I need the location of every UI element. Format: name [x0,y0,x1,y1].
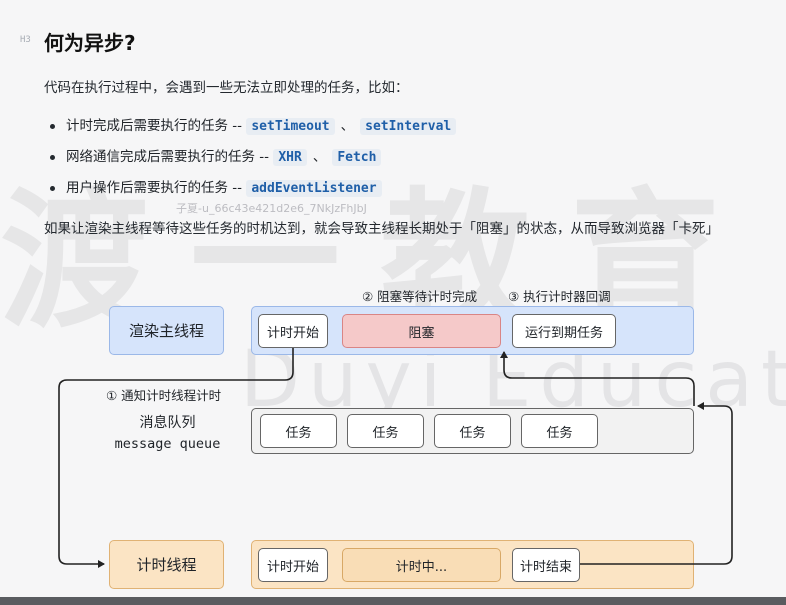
timer-cell-start: 计时开始 [258,548,328,582]
main-cell-run-task: 运行到期任务 [512,314,616,348]
explain-paragraph: 如果让渲染主线程等待这些任务的时机达到，就会导致主线程长期处于「阻塞」的状态，从… [44,221,719,237]
note-run-callback: ③ 执行计时器回调 [508,289,611,304]
code-setinterval: setInterval [360,118,457,135]
timer-cell-running: 计时中... [342,548,501,582]
main-thread-label: 渲染主线程 [109,306,224,355]
code-addeventlistener: addEventListener [246,180,382,197]
queue-task: 任务 [521,414,598,448]
bullet-user-action: 用户操作后需要执行的任务 -- addEventListener [49,177,456,208]
note-notify-timer: ① 通知计时线程计时 [106,388,222,403]
main-cell-timer-start: 计时开始 [258,314,328,348]
message-queue-label: 消息队列 message queue [100,413,235,455]
bullet-timer: 计时完成后需要执行的任务 -- setTimeout 、 setInterval [49,115,457,146]
heading-level-tag: H3 [20,35,31,45]
bullet-separator: 、 [312,149,327,165]
watermark-user-id: 子夏-u_66c43e421d2e6_7NkJzFhJbJ [176,202,367,215]
bullet-text: 用户操作后需要执行的任务 -- [66,180,243,196]
bullet-text: 网络通信完成后需要执行的任务 -- [66,149,270,165]
code-fetch: Fetch [332,149,382,166]
code-xhr: XHR [273,149,307,166]
main-cell-blocked: 阻塞 [342,314,501,348]
note-block-wait: ② 阻塞等待计时完成 [362,289,478,304]
bottom-bar [0,597,786,605]
timer-cell-end: 计时结束 [512,548,580,582]
code-settimeout: setTimeout [246,118,335,135]
message-queue-label-zh: 消息队列 [139,415,196,431]
intro-paragraph: 代码在执行过程中，会遇到一些无法立即处理的任务，比如： [44,80,409,96]
task-bullet-list: 计时完成后需要执行的任务 -- setTimeout 、 setInterval 网… [49,115,457,208]
queue-task: 任务 [434,414,511,448]
section-title: 何为异步? [44,31,136,55]
bullet-network: 网络通信完成后需要执行的任务 -- XHR 、 Fetch [49,146,456,177]
timer-thread-label: 计时线程 [109,540,224,589]
message-queue-label-en: message queue [114,436,221,452]
queue-task: 任务 [260,414,337,448]
bullet-separator: 、 [340,118,355,134]
bullet-text: 计时完成后需要执行的任务 -- [66,118,243,134]
queue-task: 任务 [347,414,424,448]
